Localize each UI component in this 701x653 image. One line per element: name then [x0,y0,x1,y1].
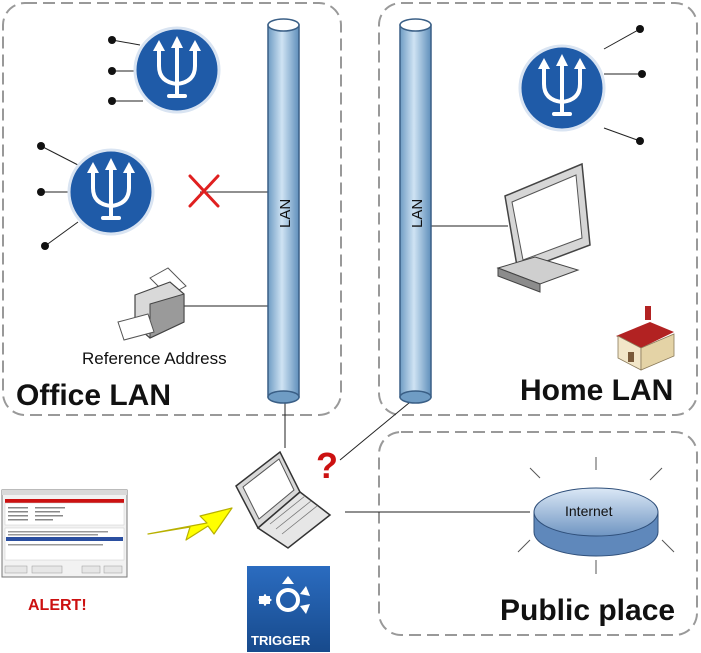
connection-lines [40,28,642,513]
lightning-arrow-icon [147,507,233,541]
disconnect-x-icon [188,174,220,208]
public-place-zone: Public place [378,431,698,636]
reference-address-label: Reference Address [82,349,227,368]
router-icon [518,44,606,132]
router-icon [67,148,155,236]
office-lan-zone: Office LAN [2,2,342,416]
monitor-icon [496,162,591,293]
home-lan-pipe: LAN [399,18,432,404]
internet-cloud-icon: Internet [517,457,675,574]
router-icon [133,26,221,114]
office-lan-pipe: LAN [267,18,300,404]
question-mark: ? [316,445,338,486]
printer-icon [117,267,187,341]
public-place-title: Public place [500,594,675,627]
trigger-icon: TRIGGER [247,566,330,652]
endpoint-dots [37,25,646,250]
home-lan-title: Home LAN [520,374,673,407]
office-lan-label: LAN [277,199,294,228]
laptop-icon [235,450,332,549]
alert-screenshot-icon [1,489,128,578]
office-lan-title: Office LAN [16,379,171,412]
home-lan-zone: Home LAN [378,2,698,416]
house-icon [616,306,675,371]
internet-label: Internet [565,503,613,519]
alert-label: ALERT! [28,597,87,614]
trigger-label: TRIGGER [251,633,311,648]
home-lan-label: LAN [409,199,426,228]
